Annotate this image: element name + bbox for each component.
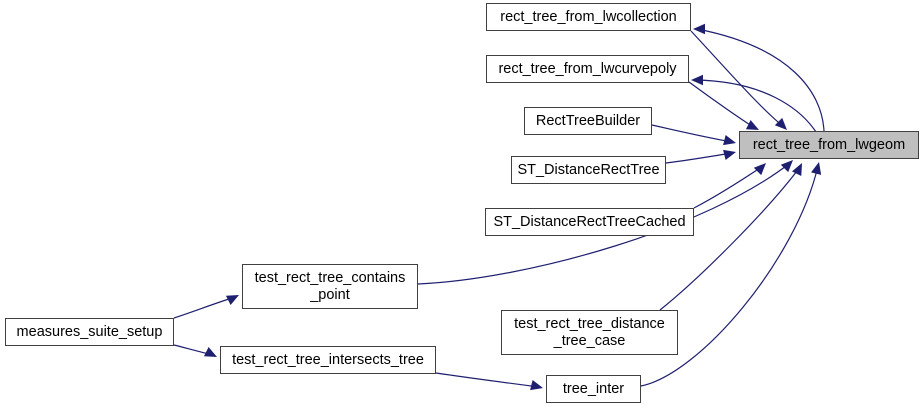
node-RectTreeBuilder[interactable]: RectTreeBuilder — [524, 107, 652, 135]
node-rect_tree_from_lwgeom[interactable]: rect_tree_from_lwgeom — [739, 131, 919, 159]
node-label-line: _point — [310, 286, 350, 303]
node-test_rect_tree_distance_tree_case[interactable]: test_rect_tree_distance_tree_case — [501, 310, 678, 355]
node-test_rect_tree_intersects_tree[interactable]: test_rect_tree_intersects_tree — [220, 346, 436, 374]
edge-rect_tree_from_lwcollection-to-rect_tree_from_lwgeom — [690, 30, 785, 128]
node-label-line: rect_tree_from_lwcurvepoly — [498, 60, 677, 77]
edge-RectTreeBuilder-to-rect_tree_from_lwgeom — [651, 124, 733, 143]
node-label-line: tree_inter — [562, 380, 625, 397]
arrowhead-test_rect_tree_distance_tree_case-to-rect_tree_from_lwgeom — [791, 163, 802, 177]
node-label-line: test_rect_tree_intersects_tree — [232, 351, 424, 368]
arrowhead-RectTreeBuilder-to-rect_tree_from_lwgeom — [723, 135, 736, 146]
node-ST_DistanceRectTree[interactable]: ST_DistanceRectTree — [511, 156, 666, 184]
node-label-line: RectTreeBuilder — [535, 112, 641, 129]
arrowhead-tree_inter-to-rect_tree_from_lwgeom — [811, 162, 822, 175]
node-label-line: test_rect_tree_distance — [514, 315, 665, 332]
edge-test_rect_tree_intersects_tree-to-tree_inter — [435, 372, 540, 388]
node-test_rect_tree_contains_point[interactable]: test_rect_tree_contains_point — [242, 264, 418, 309]
arrowhead-rect_tree_from_lwcurvepoly-to-rect_tree_from_lwgeom — [745, 119, 759, 130]
edge-rect_tree_from_lwcurvepoly-to-rect_tree_from_lwgeom — [688, 81, 756, 129]
node-tree_inter[interactable]: tree_inter — [546, 375, 641, 403]
edge-ST_DistanceRectTreeCached-to-rect_tree_from_lwgeom — [693, 165, 764, 209]
edge-rect_tree_from_lwgeom-to-rect_tree_from_lwcurvepoly — [694, 79, 817, 133]
node-ST_DistanceRectTreeCached[interactable]: ST_DistanceRectTreeCached — [485, 208, 694, 236]
arrowhead-ST_DistanceRectTreeCached-to-rect_tree_from_lwgeom — [753, 163, 766, 176]
arrowhead-ST_DistanceRectTree-to-rect_tree_from_lwgeom — [723, 149, 736, 160]
node-rect_tree_from_lwcollection[interactable]: rect_tree_from_lwcollection — [486, 3, 691, 31]
edge-rect_tree_from_lwgeom-to-rect_tree_from_lwcollection — [696, 28, 825, 132]
edge-measures_suite_setup-to-test_rect_tree_intersects_tree — [173, 344, 214, 356]
arrowhead-test_rect_tree_contains_point-to-rect_tree_from_lwgeom — [780, 160, 793, 173]
node-label-line: rect_tree_from_lwcollection — [500, 8, 677, 25]
node-label-line: ST_DistanceRectTreeCached — [493, 213, 686, 230]
arrowhead-rect_tree_from_lwgeom-to-rect_tree_from_lwcurvepoly — [691, 74, 703, 86]
node-measures_suite_setup[interactable]: measures_suite_setup — [5, 318, 174, 346]
edge-test_rect_tree_distance_tree_case-to-rect_tree_from_lwgeom — [659, 166, 801, 311]
node-label-line: test_rect_tree_contains — [254, 269, 406, 286]
arrowhead-measures_suite_setup-to-test_rect_tree_intersects_tree — [203, 346, 217, 357]
node-label-line: ST_DistanceRectTree — [517, 161, 660, 178]
node-label-line: measures_suite_setup — [16, 323, 163, 340]
arrowhead-rect_tree_from_lwgeom-to-rect_tree_from_lwcollection — [693, 23, 705, 35]
arrowhead-measures_suite_setup-to-test_rect_tree_contains_point — [225, 295, 239, 306]
arrowhead-rect_tree_from_lwcollection-to-rect_tree_from_lwgeom — [774, 117, 787, 130]
edge-measures_suite_setup-to-test_rect_tree_contains_point — [173, 296, 236, 319]
edge-ST_DistanceRectTree-to-rect_tree_from_lwgeom — [665, 152, 733, 164]
arrowhead-test_rect_tree_intersects_tree-to-tree_inter — [530, 380, 543, 391]
node-label-line: _tree_case — [553, 332, 626, 349]
node-rect_tree_from_lwcurvepoly[interactable]: rect_tree_from_lwcurvepoly — [486, 55, 689, 83]
node-label-line: rect_tree_from_lwgeom — [752, 136, 906, 153]
